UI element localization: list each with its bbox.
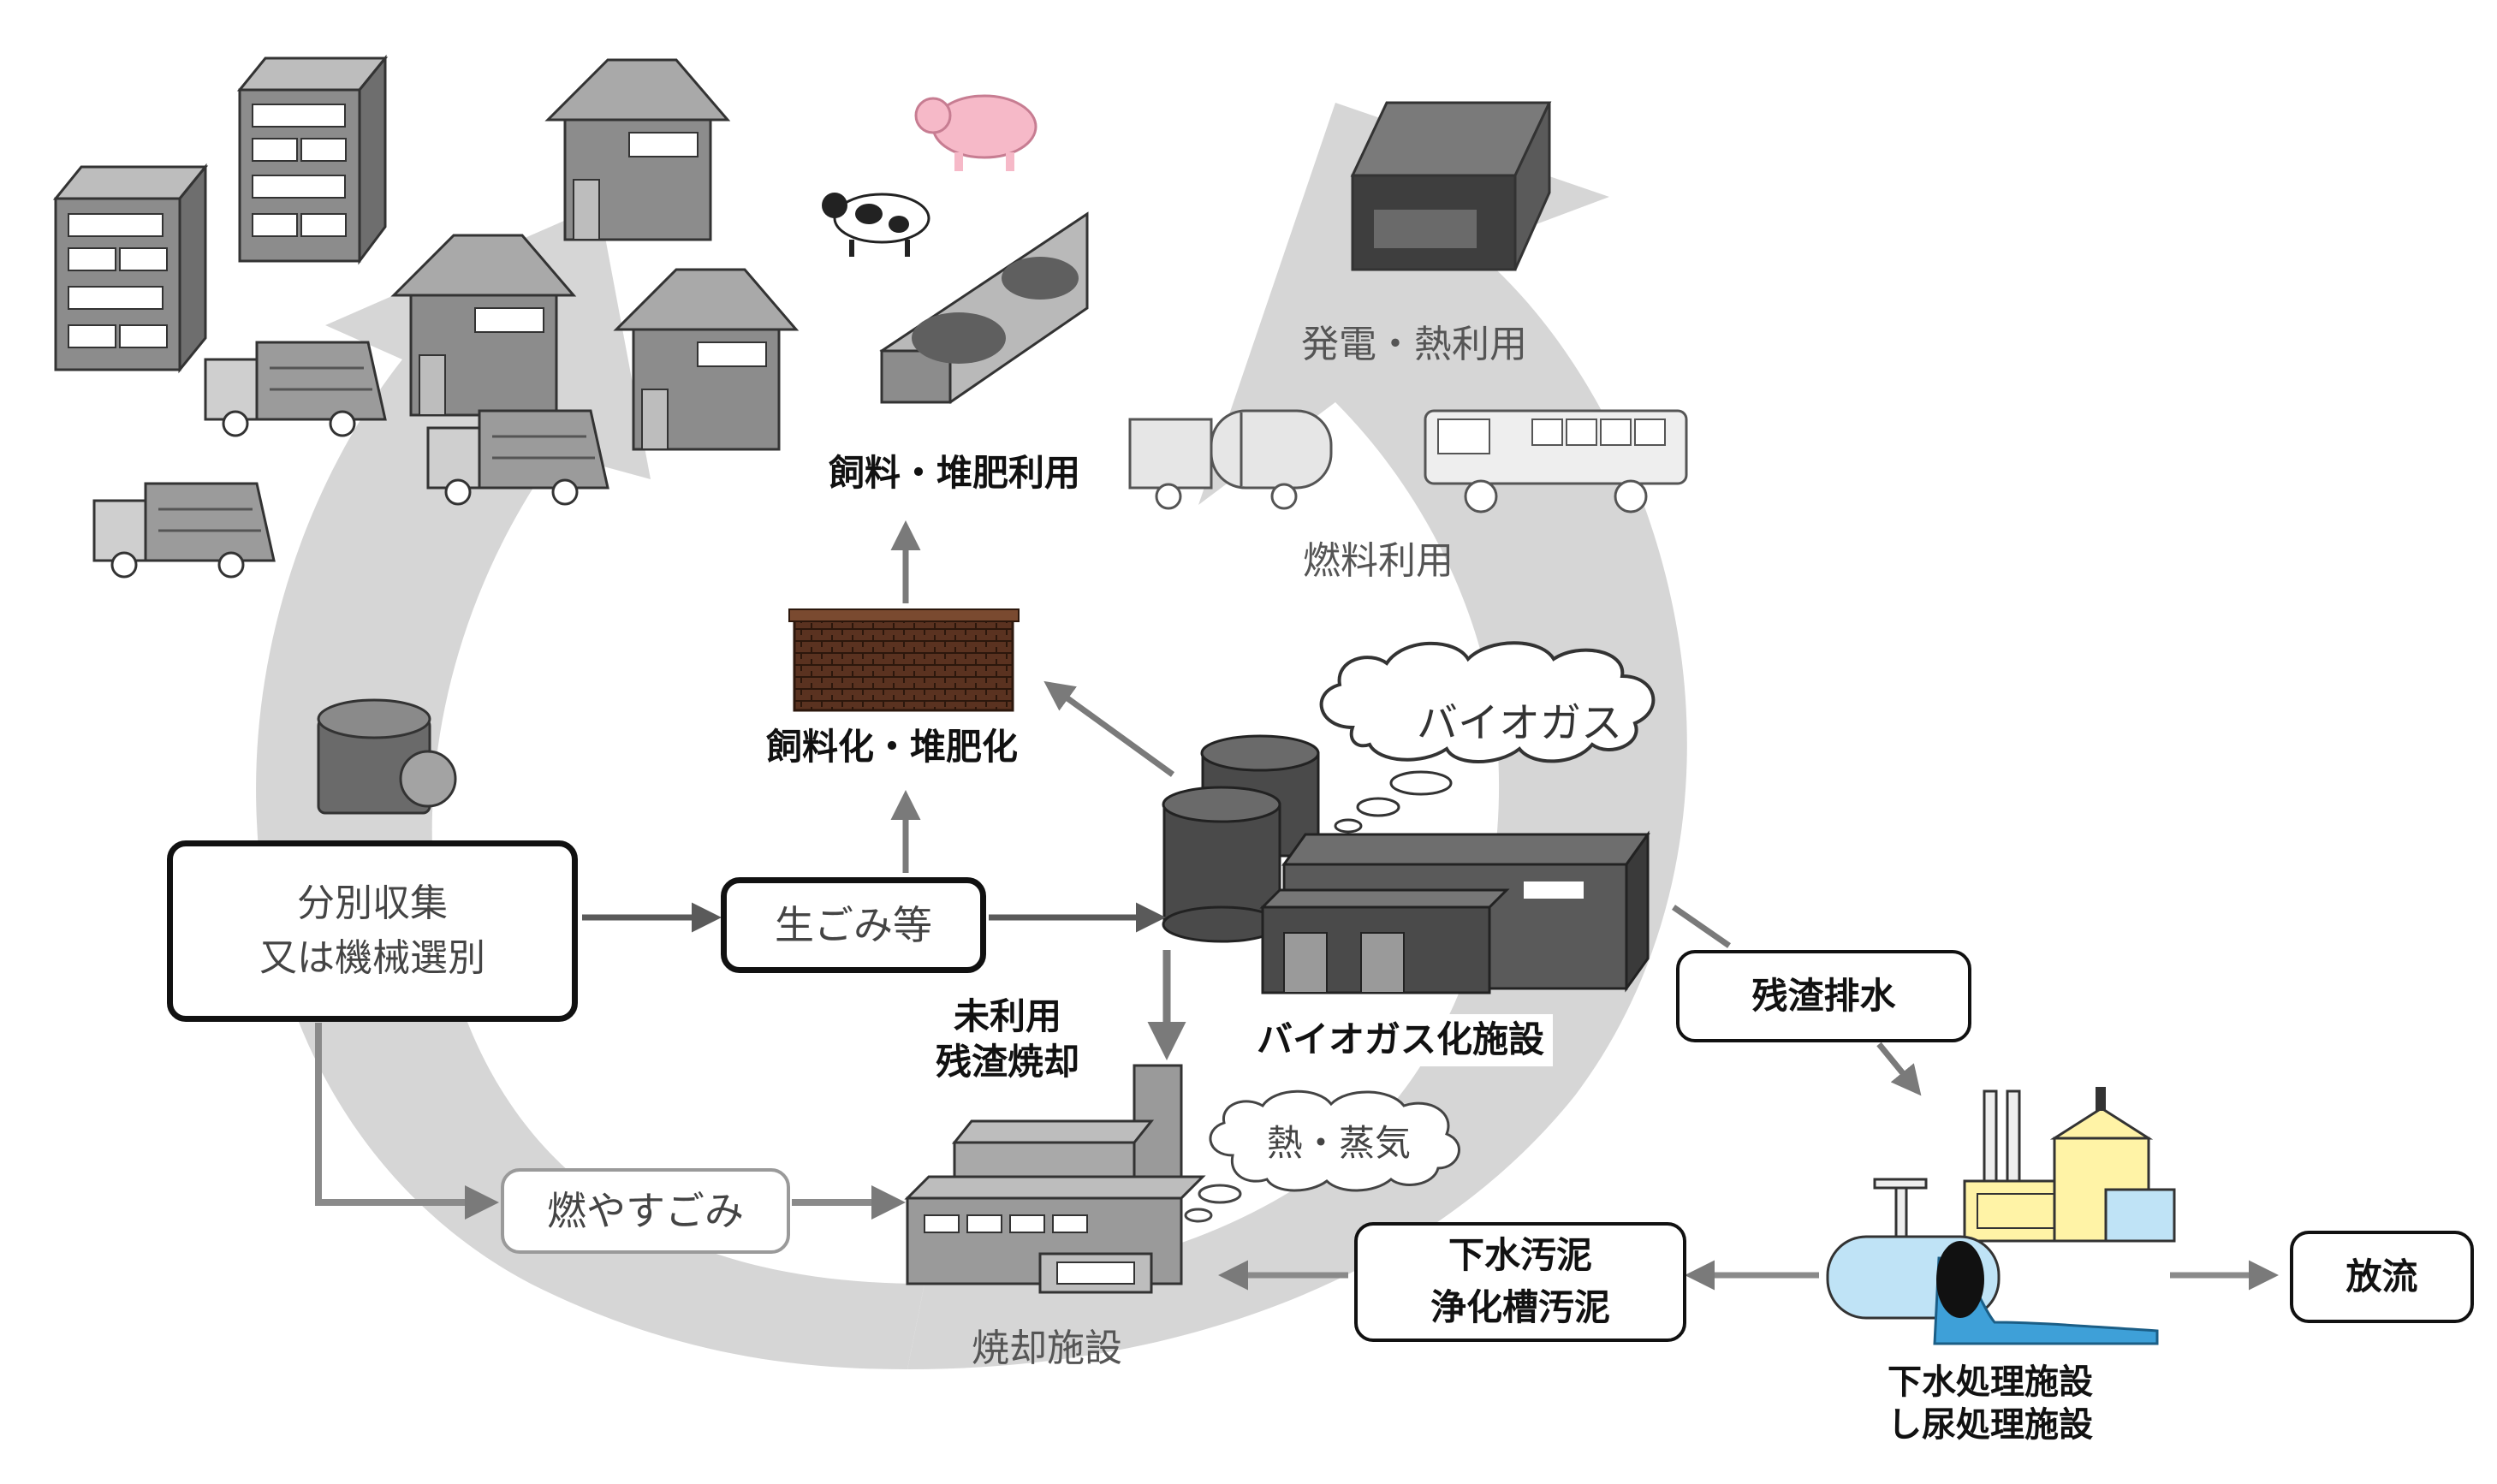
livestock-barn [879, 211, 1089, 404]
label-power-heat-use: 発電・熱利用 [1301, 323, 1527, 366]
box-sewage-sludge-line2: 浄化槽汚泥 [1430, 1286, 1610, 1328]
sewage-plant-icon [1826, 1087, 2176, 1345]
trash-can-icon [317, 698, 457, 815]
box-separate-collection-line2: 又は機械選別 [259, 936, 485, 980]
heat-steam-cloud [1184, 1089, 1460, 1223]
house-3 [613, 268, 800, 451]
incinerator-icon [904, 1064, 1206, 1294]
box-burnable-waste: 燃やすごみ [501, 1168, 790, 1254]
label-feed-compost-use: 飼料・堆肥利用 [829, 452, 1081, 494]
arrow-residue-wastewater-to-sewage [1876, 1042, 1922, 1096]
box-residue-wastewater: 残渣排水 [1676, 950, 1971, 1042]
label-incineration-facility: 焼却施設 [972, 1327, 1122, 1370]
arrow-collection-to-burnable [315, 1023, 499, 1220]
label-unused-residue-line1: 未利用 [954, 995, 1062, 1037]
label-fuel-use: 燃料利用 [1303, 539, 1454, 583]
tanker-truck-icon [1128, 409, 1333, 510]
pig-icon [914, 94, 1037, 171]
biogas-facility-icon [1162, 734, 1650, 994]
label-biogas-facility: バイオガス化施設 [1248, 1014, 1554, 1066]
label-sewage-plants: 下水処理施設 し尿処理施設 [1888, 1361, 2093, 1446]
apartment-building-left [52, 163, 209, 374]
label-biogas: バイオガス [1417, 699, 1623, 747]
box-separate-collection: 分別収集 又は機械選別 [167, 840, 578, 1022]
bus-icon [1424, 409, 1688, 513]
label-feed-compost-making: 飼料化・堆肥化 [766, 726, 1019, 768]
arrow-facility-to-residue-wastewater [1672, 905, 1731, 948]
box-separate-collection-line1: 分別収集 [297, 881, 448, 926]
garbage-truck-1 [204, 341, 387, 437]
garbage-truck-3 [92, 482, 276, 579]
box-sewage-sludge-line1: 下水汚泥 [1448, 1234, 1592, 1277]
arrow-biogas-to-compost [1043, 680, 1175, 777]
compost-box-icon [788, 608, 1020, 712]
power-plant-icon [1350, 101, 1552, 271]
label-unused-residue-line2: 残渣焼却 [936, 1040, 1080, 1083]
cycle-arrow-left [256, 205, 924, 1369]
box-discharge-label: 放流 [2345, 1255, 2418, 1297]
label-heat-steam: 熱・蒸気 [1267, 1122, 1412, 1164]
label-sewage-plant-line2: し尿処理施設 [1888, 1405, 2093, 1445]
label-unused-residue-incineration: 未利用 残渣焼却 [929, 993, 1087, 1086]
label-sewage-plant-line1: 下水処理施設 [1888, 1362, 2093, 1402]
flow-arrows [315, 520, 2279, 1291]
box-food-waste: 生ごみ等 [721, 877, 986, 973]
cow-icon [822, 193, 930, 257]
box-burnable-waste-label: 燃やすごみ [547, 1187, 744, 1234]
garbage-truck-2 [426, 409, 609, 506]
house-1 [544, 58, 731, 241]
box-food-waste-label: 生ごみ等 [775, 901, 932, 948]
box-sewage-sludge: 下水汚泥 浄化槽汚泥 [1354, 1222, 1686, 1342]
box-residue-wastewater-label: 残渣排水 [1751, 974, 1896, 1017]
apartment-building-right [236, 54, 389, 265]
house-2 [390, 234, 577, 417]
biogas-cloud [1319, 641, 1656, 834]
box-discharge: 放流 [2290, 1231, 2474, 1323]
